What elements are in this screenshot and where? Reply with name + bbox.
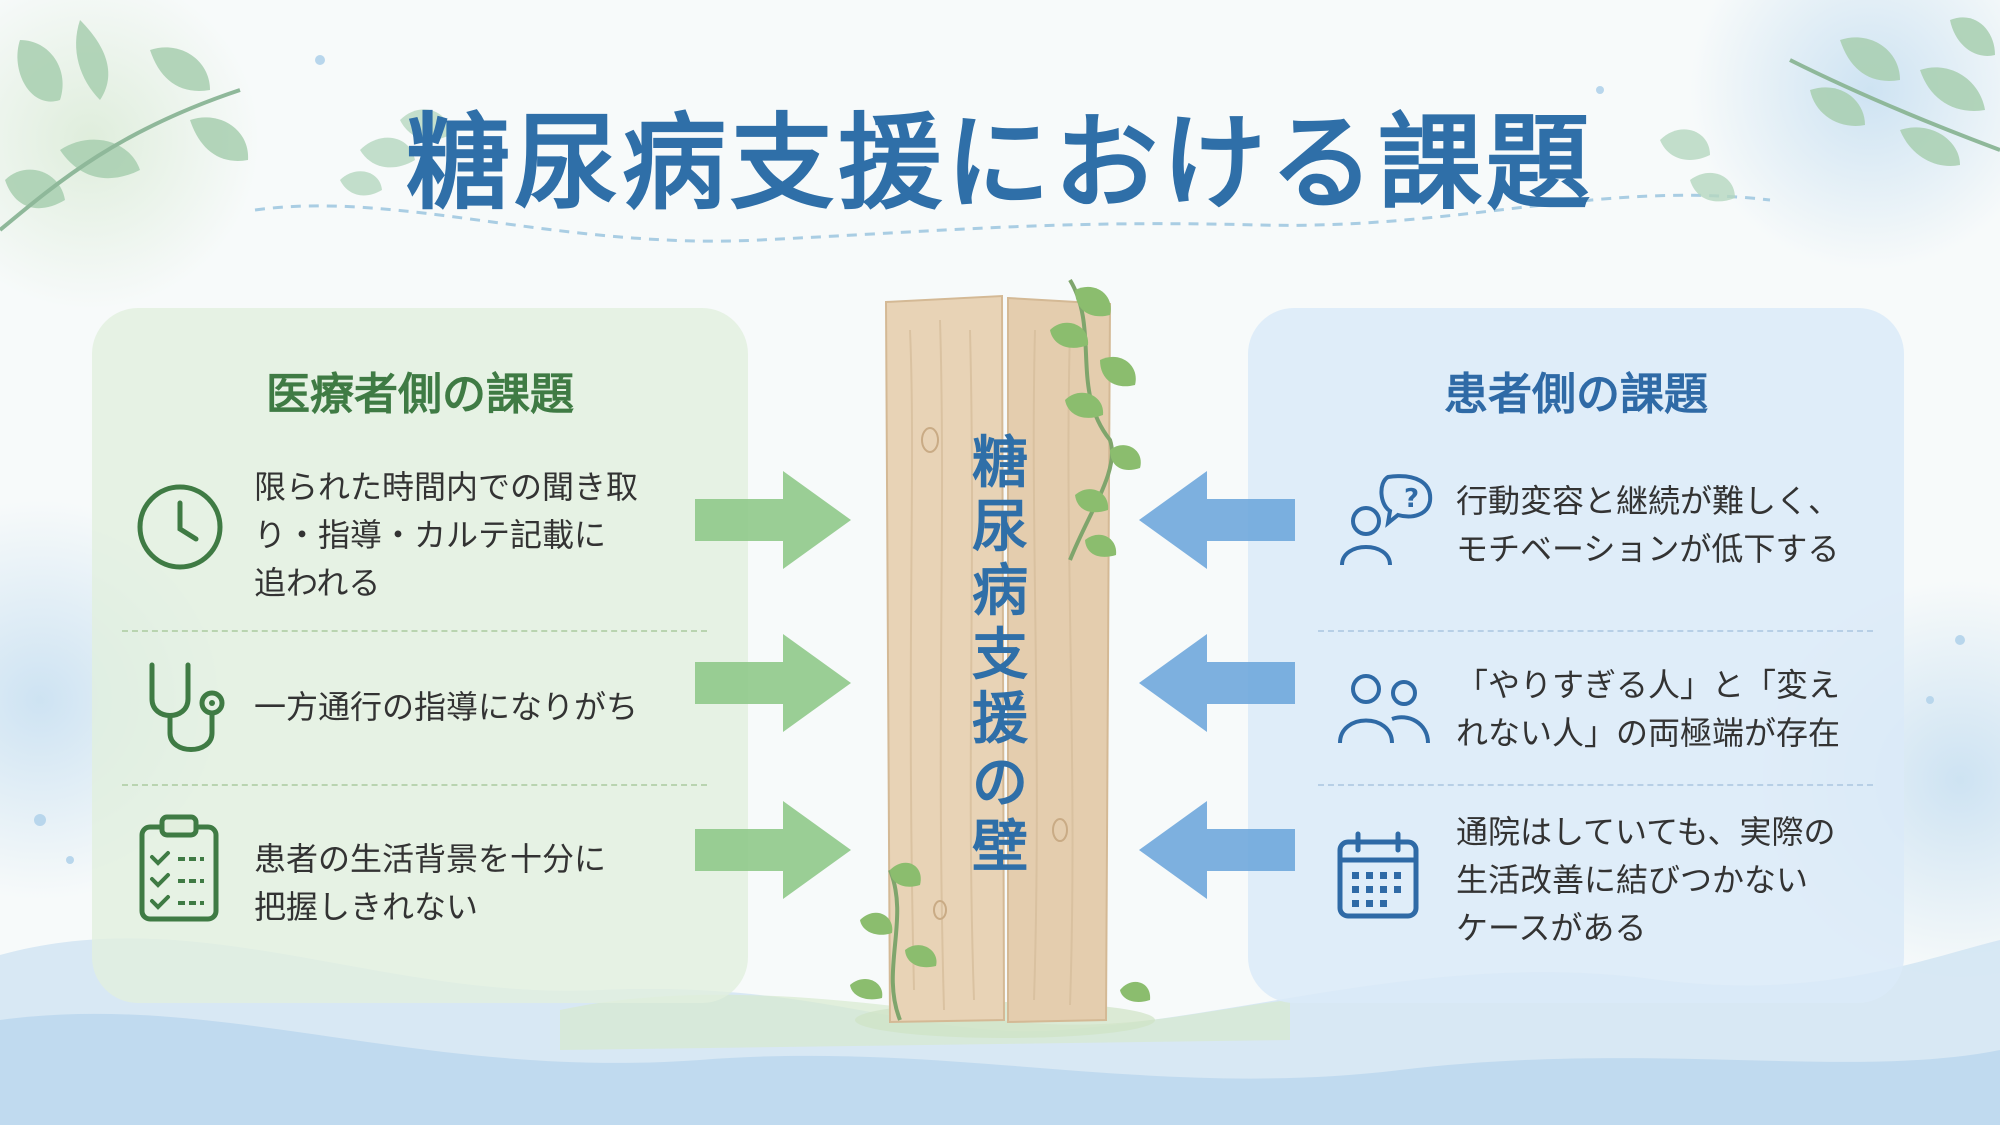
patient-issue-text: 「やりすぎる人」と「変え れない人」の両極端が存在	[1456, 666, 1841, 752]
two-people-icon	[1338, 674, 1430, 744]
person-question-icon: ?	[1340, 474, 1433, 566]
patient-side-panel: 患者側の課題 ? 行動変容と継続が難しく、 モチベーションが低下する 「やりすぎ…	[1248, 308, 1904, 1003]
blue-arrow-left	[1139, 471, 1295, 569]
clock-icon	[137, 484, 223, 570]
divider	[1318, 630, 1873, 632]
patient-side-heading: 患者側の課題	[1444, 369, 1708, 420]
green-arrow-right	[695, 471, 851, 569]
blue-arrow-left	[1139, 801, 1295, 899]
medical-side-panel: 医療者側の課題 限られた時間内での聞き取 り・指導・カルテ記載に 追われる 一方…	[92, 308, 748, 1003]
divider	[122, 784, 707, 786]
clipboard-checklist-icon	[139, 814, 219, 922]
green-arrow-right	[695, 801, 851, 899]
medical-side-heading: 医療者側の課題	[266, 369, 574, 420]
stethoscope-icon	[149, 662, 225, 752]
patient-issue-text: 通院はしていても、実際の 生活改善に結びつかない ケースがある	[1456, 813, 1836, 947]
divider	[1318, 784, 1873, 786]
patient-issue-text: 行動変容と継続が難しく、 モチベーションが低下する	[1456, 482, 1841, 568]
calendar-icon	[1337, 831, 1419, 919]
green-arrow-right	[695, 634, 851, 732]
medical-issue-text: 一方通行の指導になりがち	[254, 688, 639, 726]
svg-text:?: ?	[1404, 484, 1419, 514]
divider	[122, 630, 707, 632]
medical-issue-text: 限られた時間内での聞き取 り・指導・カルテ記載に 追われる	[254, 468, 639, 602]
wooden-wall-post	[850, 278, 1155, 1038]
blue-arrow-left	[1139, 634, 1295, 732]
medical-issue-text: 患者の生活背景を十分に 把握しきれない	[254, 840, 607, 926]
page-title: 糖尿病支援における課題	[405, 102, 1594, 224]
wall-label: 糖 尿 病 支 援 の 壁	[972, 431, 1028, 880]
